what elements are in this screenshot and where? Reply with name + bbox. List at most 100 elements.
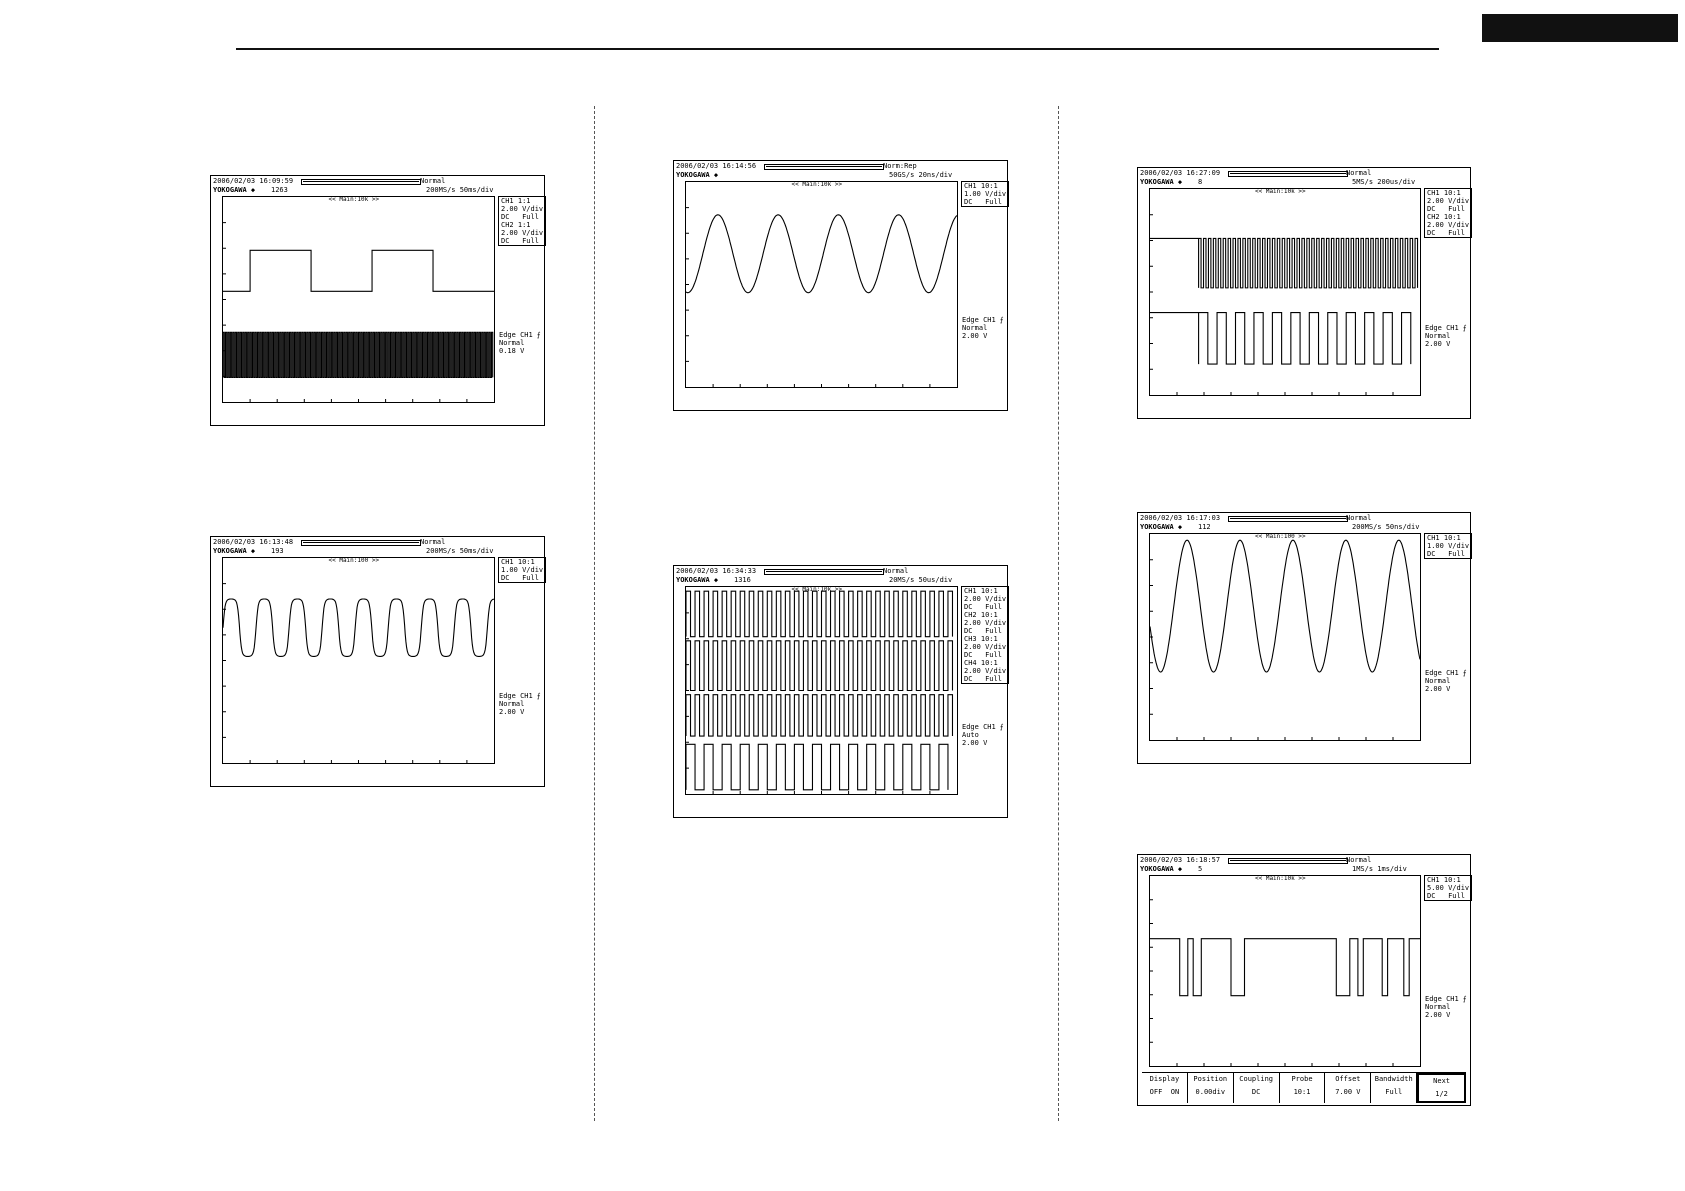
channel-settings: CH1 10:1 2.00 V/div DC Full CH2 10:1 2.0… [1424, 188, 1473, 238]
waveform-svg [686, 590, 954, 794]
waveform-trace-2 [1150, 312, 1412, 365]
trigger-settings: Edge CH1 ⨍ Normal 0.18 V [499, 331, 541, 355]
waveform-grid: << Main:100 >> [222, 557, 495, 764]
main-caption: << Main:10k >> [1255, 875, 1306, 882]
waveform-trace-4 [686, 743, 949, 791]
softkey-7[interactable]: Next 1/2 [1417, 1073, 1467, 1103]
timestamp: 2006/02/03 16:18:57 [1140, 856, 1221, 864]
channel-settings: CH1 10:1 1.00 V/div DC Full [498, 557, 547, 583]
waveform-trace-1 [1150, 539, 1420, 673]
trigger-settings: Edge CH1 ⨍ Normal 2.00 V [1425, 995, 1467, 1019]
brand-label: YOKOGAWA ◆ [213, 186, 256, 194]
record-bar [301, 540, 421, 546]
waveform-trace-1 [223, 249, 494, 292]
brand-label: YOKOGAWA ◆ [1140, 865, 1183, 873]
record-bar [1228, 858, 1348, 864]
channel-settings: CH1 10:1 1.00 V/div DC Full [1424, 533, 1473, 559]
sample-rate: 200MS/s 50ns/div [1352, 523, 1420, 531]
acq-count: 1316 [734, 576, 751, 584]
main-caption: << Main:100 >> [1255, 533, 1306, 540]
waveform-trace-1 [686, 590, 954, 638]
waveform-svg [686, 207, 957, 387]
trigger-settings: Edge CH1 ⨍ Normal 2.00 V [962, 316, 1004, 340]
sample-rate: 5MS/s 200us/div [1352, 178, 1416, 186]
acq-count: 8 [1198, 178, 1203, 186]
brand-label: YOKOGAWA ◆ [676, 171, 719, 179]
waveform-grid: << Main:10k >> [685, 586, 958, 795]
waveform-grid: << Main:10k >> [222, 196, 495, 403]
waveform-svg [223, 583, 494, 763]
record-bar [764, 569, 884, 575]
softkey-5[interactable]: Offset 7.00 V [1325, 1073, 1372, 1103]
waveform-grid: << Main:10k >> [685, 181, 958, 388]
timestamp: 2006/02/03 16:14:56 [676, 162, 757, 170]
waveform-svg [223, 222, 494, 402]
waveform-grid: << Main:10k >> [1149, 188, 1421, 396]
trigger-mode: Normal [420, 177, 446, 185]
brand-label: YOKOGAWA ◆ [1140, 178, 1183, 186]
waveform-trace-2 [686, 640, 954, 692]
column-divider-2 [1058, 106, 1059, 1121]
trigger-mode: Norm:Rep [883, 162, 917, 170]
record-bar [1228, 516, 1348, 522]
waveform-grid: << Main:100 >> [1149, 533, 1421, 741]
softkey-4[interactable]: Probe 10:1 [1280, 1073, 1326, 1103]
sample-rate: 200MS/s 50ms/div [426, 547, 494, 555]
trigger-mode: Normal [1346, 169, 1372, 177]
timestamp: 2006/02/03 16:17:03 [1140, 514, 1221, 522]
main-caption: << Main:10k >> [791, 181, 843, 188]
channel-settings: CH1 10:1 2.00 V/div DC Full CH2 10:1 2.0… [961, 586, 1010, 684]
record-bar [1228, 171, 1348, 177]
trigger-settings: Edge CH1 ⨍ Normal 2.00 V [1425, 669, 1467, 693]
waveform-trace-3 [686, 694, 954, 737]
acq-count: 5 [1198, 865, 1203, 873]
timestamp: 2006/02/03 16:27:09 [1140, 169, 1221, 177]
record-bar [301, 179, 421, 185]
sample-rate: 50GS/s 20ns/div [889, 171, 953, 179]
channel-settings: CH1 1:1 2.00 V/div DC Full CH2 1:1 2.00 … [498, 196, 547, 246]
acq-count: 1263 [271, 186, 288, 194]
header-tab [1482, 14, 1678, 42]
brand-label: YOKOGAWA ◆ [1140, 523, 1183, 531]
header-rule [236, 48, 1439, 50]
trigger-settings: Edge CH1 ⨍ Normal 2.00 V [1425, 324, 1467, 348]
brand-label: YOKOGAWA ◆ [676, 576, 719, 584]
waveform-svg [1150, 899, 1420, 1066]
waveform-trace-2 [223, 331, 494, 378]
timestamp: 2006/02/03 16:09:59 [213, 177, 294, 185]
sample-rate: 20MS/s 50us/div [889, 576, 953, 584]
softkey-2[interactable]: Position 0.00div [1188, 1073, 1234, 1103]
sample-rate: 1MS/s 1ms/div [1352, 865, 1407, 873]
waveform-trace-1 [1150, 237, 1419, 289]
timestamp: 2006/02/03 16:13:48 [213, 538, 294, 546]
waveform-svg [1150, 539, 1420, 740]
trigger-mode: Normal [883, 567, 909, 575]
waveform-trace-1 [686, 214, 957, 294]
column-divider-1 [594, 106, 595, 1121]
acq-count: 193 [271, 547, 284, 555]
trigger-mode: Normal [420, 538, 446, 546]
trigger-mode: Normal [1346, 514, 1372, 522]
softkey-3[interactable]: Coupling DC [1234, 1073, 1280, 1103]
main-caption: << Main:100 >> [328, 557, 380, 564]
trigger-mode: Normal [1346, 856, 1372, 864]
brand-label: YOKOGAWA ◆ [213, 547, 256, 555]
channel-settings: CH1 10:1 1.00 V/div DC Full [961, 181, 1010, 207]
record-bar [764, 164, 884, 170]
main-caption: << Main:10k >> [1255, 188, 1306, 195]
trigger-settings: Edge CH1 ⨍ Auto 2.00 V [962, 723, 1004, 747]
softkey-6[interactable]: Bandwidth Full [1371, 1073, 1418, 1103]
timestamp: 2006/02/03 16:34:33 [676, 567, 757, 575]
softkey-1[interactable]: Display OFF ON [1142, 1073, 1188, 1103]
waveform-trace-1 [223, 598, 494, 657]
